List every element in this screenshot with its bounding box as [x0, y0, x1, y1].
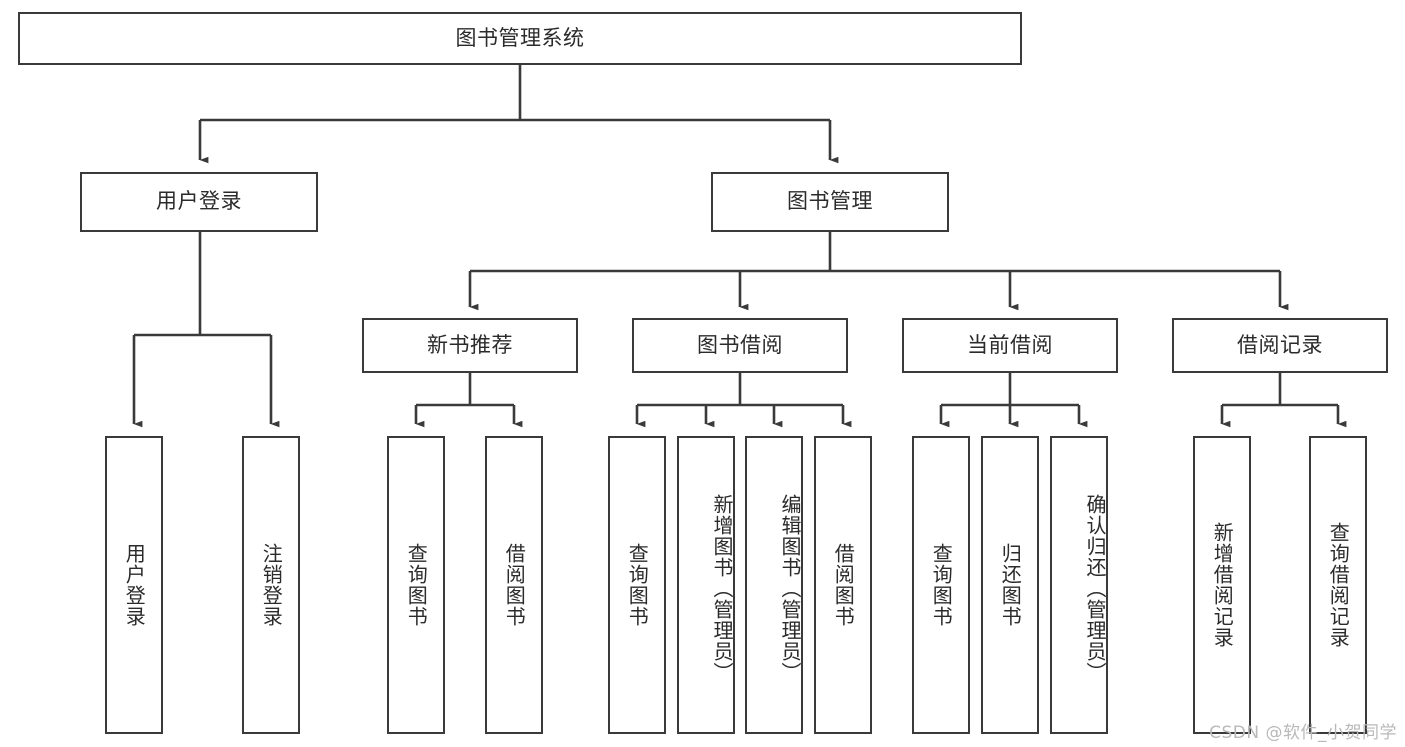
node-leaf-user-login[interactable]: 用户登录	[105, 436, 163, 734]
node-new-book-recommend[interactable]: 新书推荐	[362, 318, 578, 373]
node-label: 图书管理系统	[455, 25, 585, 50]
node-label: 编辑图书（管理员）	[778, 493, 802, 683]
node-label: 图书管理	[787, 189, 873, 214]
node-borrow-record[interactable]: 借阅记录	[1172, 318, 1388, 373]
node-label: 新书推荐	[427, 332, 513, 357]
node-leaf-query-book-recommend[interactable]: 查询图书	[387, 436, 445, 734]
node-leaf-confirm-return-admin[interactable]: 确认归还（管理员）	[1050, 436, 1108, 734]
node-leaf-query-book-borrow[interactable]: 查询图书	[608, 436, 666, 734]
node-label: 用户登录	[122, 543, 147, 627]
node-leaf-return-book[interactable]: 归还图书	[981, 436, 1039, 734]
node-label: 注销登录	[259, 543, 284, 627]
node-label: 归还图书	[998, 543, 1023, 627]
node-leaf-borrow-book[interactable]: 借阅图书	[814, 436, 872, 734]
node-label: 当前借阅	[967, 332, 1053, 357]
node-user-login[interactable]: 用户登录	[80, 172, 318, 232]
node-leaf-query-borrow-record[interactable]: 查询借阅记录	[1309, 436, 1367, 734]
node-leaf-query-book-current[interactable]: 查询图书	[912, 436, 970, 734]
node-current-borrow[interactable]: 当前借阅	[902, 318, 1118, 373]
node-label: 查询图书	[625, 543, 650, 627]
node-leaf-add-borrow-record[interactable]: 新增借阅记录	[1193, 436, 1251, 734]
node-label: 查询图书	[404, 543, 429, 627]
node-leaf-logout[interactable]: 注销登录	[242, 436, 300, 734]
node-leaf-add-book-admin[interactable]: 新增图书（管理员）	[677, 436, 735, 734]
node-book-management[interactable]: 图书管理	[711, 172, 949, 232]
node-label: 用户登录	[156, 189, 242, 214]
node-label: 借阅图书	[831, 543, 856, 627]
csdn-watermark: CSDN @软件_小贺同学	[1209, 723, 1397, 743]
node-root-book-management-system[interactable]: 图书管理系统	[18, 12, 1022, 65]
node-leaf-edit-book-admin[interactable]: 编辑图书（管理员）	[745, 436, 803, 734]
node-label: 新增图书（管理员）	[710, 493, 734, 683]
node-label: 新增借阅记录	[1210, 522, 1235, 648]
node-label: 查询图书	[929, 543, 954, 627]
node-leaf-borrow-book-recommend[interactable]: 借阅图书	[485, 436, 543, 734]
node-book-borrow[interactable]: 图书借阅	[632, 318, 848, 373]
node-label: 借阅记录	[1237, 332, 1323, 357]
node-label: 确认归还（管理员）	[1083, 493, 1107, 683]
node-label: 查询借阅记录	[1326, 522, 1351, 648]
node-label: 借阅图书	[502, 543, 527, 627]
node-label: 图书借阅	[697, 332, 783, 357]
